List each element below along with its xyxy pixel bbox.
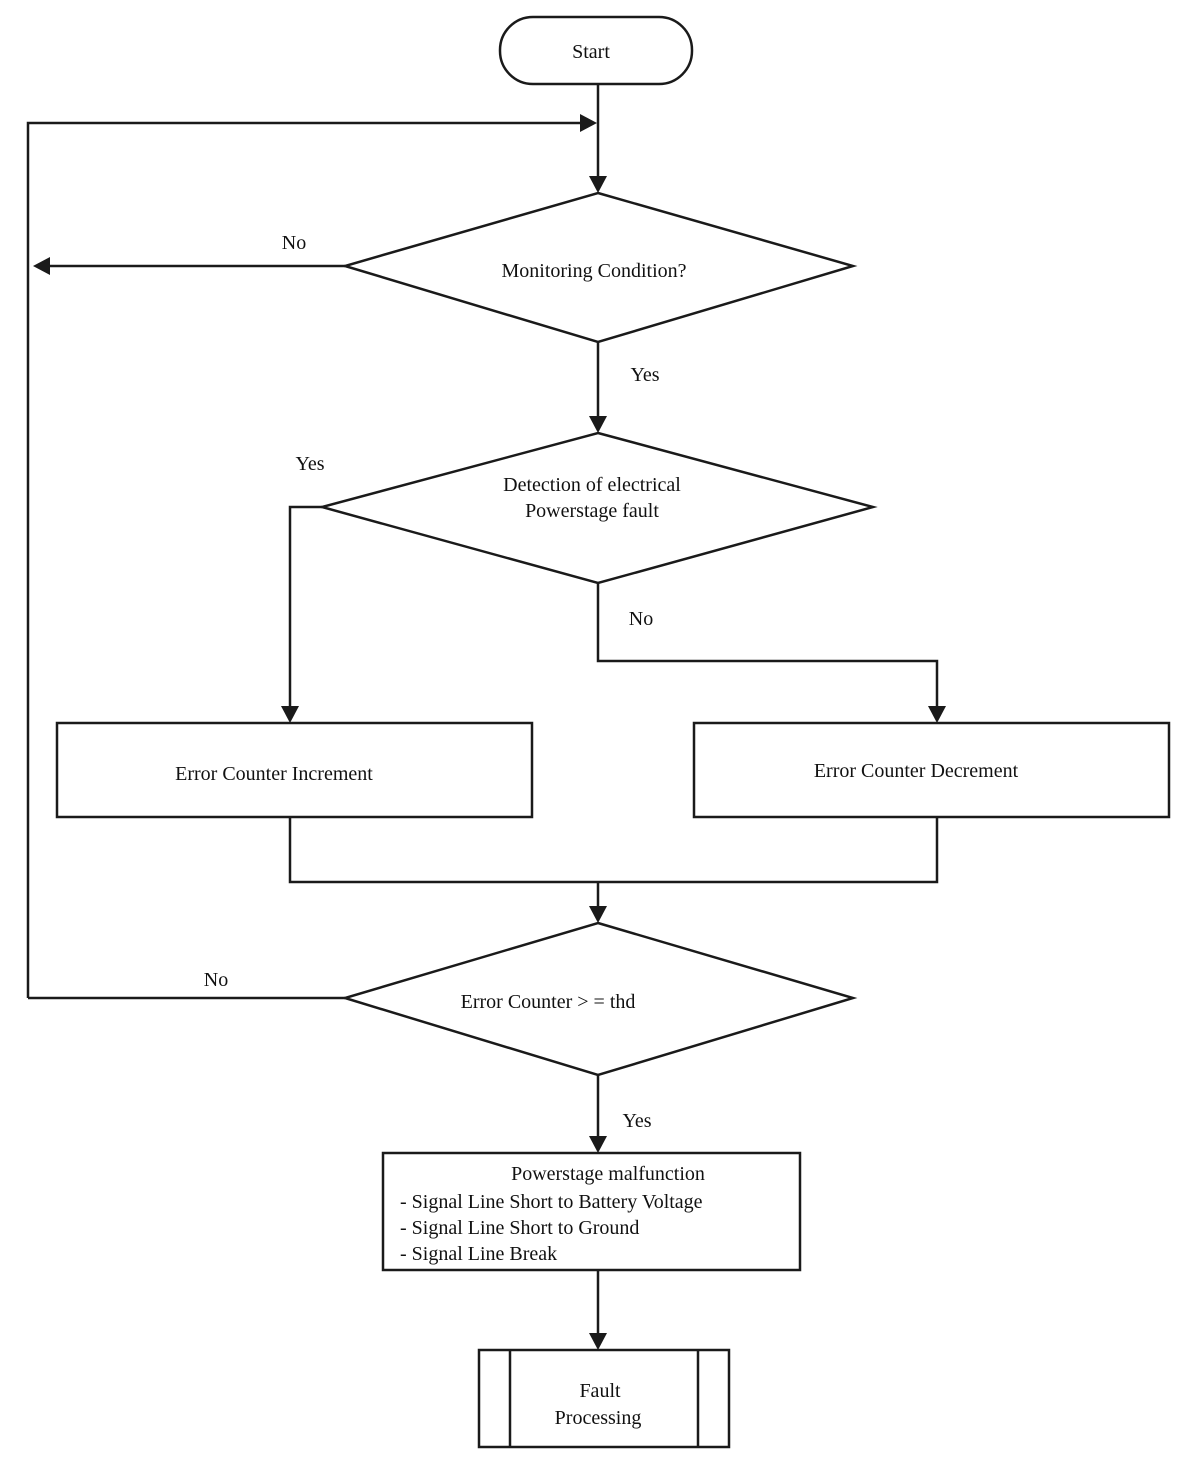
detection-diamond bbox=[317, 431, 878, 585]
increment-process: Error Counter Increment bbox=[55, 721, 534, 819]
arrowhead-left-no bbox=[33, 257, 50, 275]
malfunction-item: - Signal Line Short to Ground bbox=[400, 1217, 639, 1239]
detection-yes-label: Yes bbox=[295, 453, 324, 475]
threshold-label: Error Counter > = thd bbox=[461, 991, 636, 1013]
start-shape bbox=[498, 15, 694, 86]
fault-label-line2: Processing bbox=[555, 1407, 642, 1429]
decrement-label: Error Counter Decrement bbox=[814, 760, 1019, 782]
arrowhead-down-fault bbox=[589, 1333, 607, 1350]
start-label: Start bbox=[572, 41, 610, 63]
detection-decision: Detection of electrical Powerstage fault bbox=[317, 431, 878, 585]
fault-label-line1: Fault bbox=[579, 1380, 621, 1402]
arrowhead-down-monitoring bbox=[589, 176, 607, 193]
threshold-diamond bbox=[340, 921, 858, 1077]
monitoring-no-label: No bbox=[282, 232, 306, 254]
decrement-process: Error Counter Decrement bbox=[692, 721, 1171, 819]
monitoring-diamond bbox=[340, 191, 858, 344]
arrowheads bbox=[33, 114, 946, 1350]
connectors bbox=[26, 84, 939, 1335]
arrowhead-down-threshold bbox=[589, 906, 607, 923]
arrowhead-down-decrement bbox=[928, 706, 946, 723]
monitoring-label: Monitoring Condition? bbox=[502, 260, 687, 282]
malfunction-process: Powerstage malfunction - Signal Line Sho… bbox=[381, 1151, 802, 1272]
arrowhead-down-increment bbox=[281, 706, 299, 723]
detection-label-line1: Detection of electrical bbox=[503, 474, 681, 496]
malfunction-title: Powerstage malfunction bbox=[511, 1163, 705, 1185]
fault-box bbox=[477, 1348, 731, 1449]
arrowhead-down-detection bbox=[589, 416, 607, 433]
arrowhead-right-loop bbox=[580, 114, 597, 132]
malfunction-box bbox=[381, 1151, 802, 1272]
monitoring-yes-label: Yes bbox=[630, 364, 659, 386]
fault-processing: Fault Processing bbox=[477, 1348, 731, 1449]
decrement-box bbox=[692, 721, 1171, 819]
detection-no-label: No bbox=[629, 608, 653, 630]
threshold-yes-label: Yes bbox=[622, 1110, 651, 1132]
malfunction-item: - Signal Line Short to Battery Voltage bbox=[400, 1191, 703, 1213]
connector-detection-no bbox=[596, 583, 939, 708]
connector-loop-top bbox=[26, 121, 580, 998]
malfunction-item: - Signal Line Break bbox=[400, 1243, 557, 1265]
connector-merge bbox=[288, 817, 939, 884]
increment-box bbox=[55, 721, 534, 819]
connector-detection-yes bbox=[288, 505, 322, 708]
start-terminal: Start bbox=[498, 15, 694, 86]
increment-label: Error Counter Increment bbox=[175, 763, 373, 785]
detection-label-line2: Powerstage fault bbox=[525, 500, 659, 522]
arrowhead-down-malfunction bbox=[589, 1136, 607, 1153]
threshold-no-label: No bbox=[204, 969, 228, 991]
monitoring-condition-decision: Monitoring Condition? bbox=[340, 191, 858, 344]
threshold-decision: Error Counter > = thd bbox=[340, 921, 858, 1077]
